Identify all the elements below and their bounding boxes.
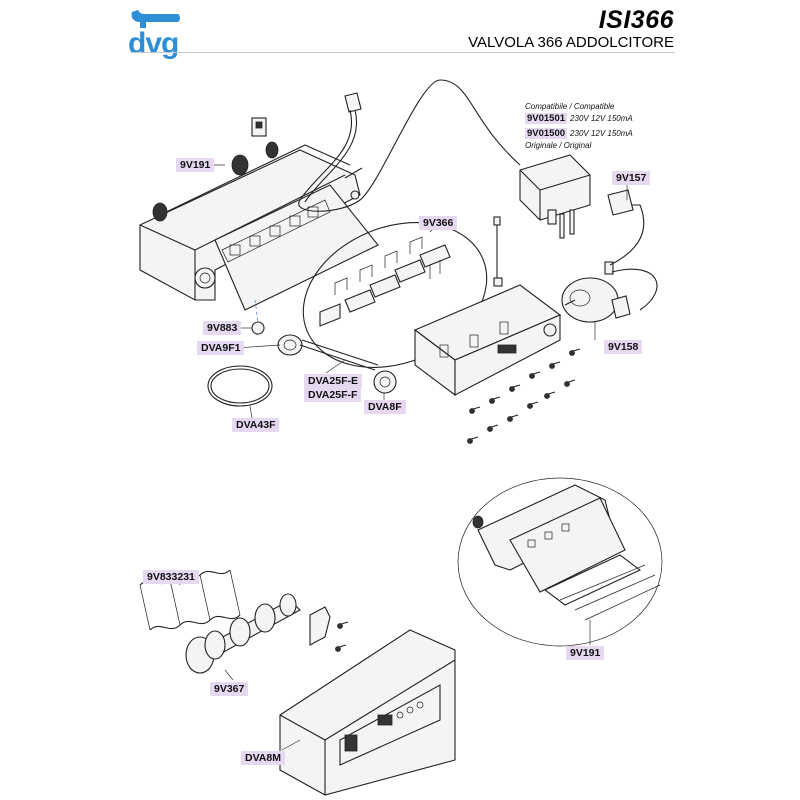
- power-supply: [298, 79, 591, 239]
- label-9v367: 9V367: [210, 682, 249, 696]
- compat-note: Originale / Original: [525, 141, 592, 150]
- compat-heading: Compatibile / Compatible: [525, 102, 615, 111]
- label-dva9f1: DVA9F1: [197, 341, 245, 355]
- label-9v191-bottom: 9V191: [566, 646, 605, 660]
- front-cover: [279, 629, 456, 796]
- motor-assembly: [561, 189, 658, 323]
- page-title: VALVOLA 366 ADDOLCITORE: [468, 34, 674, 51]
- label-dva25f-f: DVA25F-F: [304, 388, 362, 402]
- compat-spec-1: 230V 12V 150mA: [570, 114, 633, 123]
- header-divider: [130, 52, 675, 53]
- model-code: ISI366: [598, 6, 674, 34]
- logo-wordmark: dvg: [128, 27, 179, 60]
- label-dva25f-e: DVA25F-E: [304, 374, 362, 388]
- piston-parts: [207, 299, 397, 407]
- inset-detail: [457, 477, 663, 647]
- compat-code-2: 9V01500: [525, 128, 568, 139]
- valve-body: [139, 117, 379, 311]
- label-dva8f: DVA8F: [364, 400, 406, 414]
- label-9v833231: 9V833231: [143, 570, 199, 584]
- label-9v157: 9V157: [612, 171, 651, 185]
- screws: [467, 348, 581, 444]
- faucet-icon: [131, 10, 180, 28]
- compat-code-1: 9V01501: [525, 113, 568, 124]
- label-9v366: 9V366: [419, 216, 458, 230]
- control-plate: [413, 216, 562, 397]
- label-dva43f: DVA43F: [232, 418, 280, 432]
- label-9v191-top: 9V191: [176, 158, 215, 172]
- label-9v158: 9V158: [604, 340, 643, 354]
- label-9v883: 9V883: [203, 321, 242, 335]
- label-dva8m: DVA8M: [241, 751, 285, 765]
- cam-and-clip: [139, 569, 349, 674]
- compat-spec-2: 230V 12V 150mA: [570, 129, 633, 138]
